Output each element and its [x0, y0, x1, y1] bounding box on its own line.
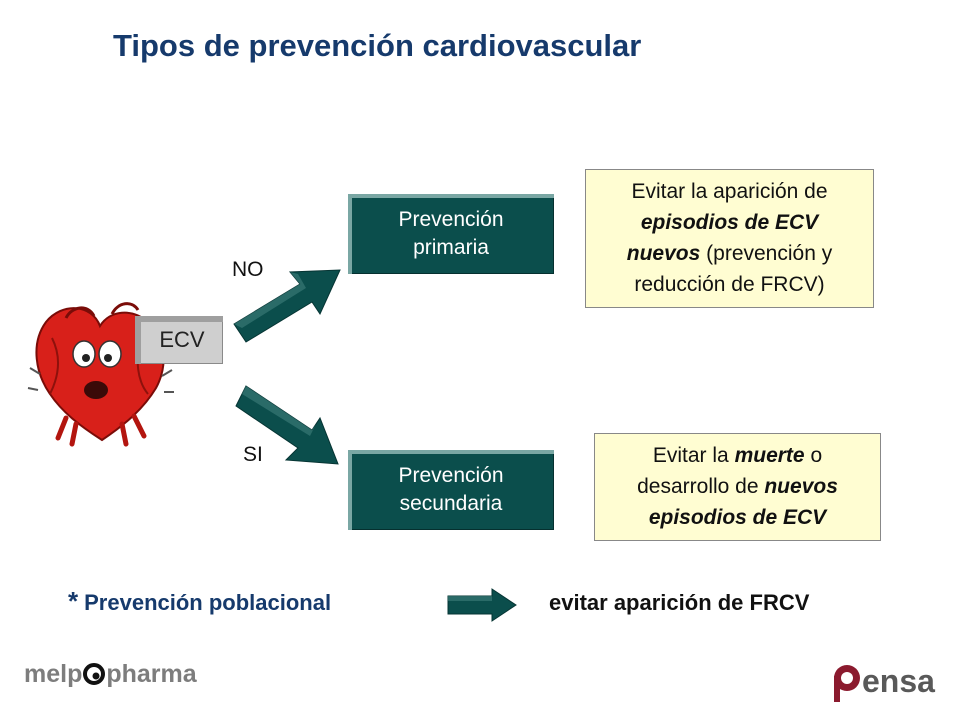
avoid-frcv-label: evitar aparición de FRCV — [549, 590, 810, 615]
secondary-prevention-box: Prevención secundaria — [348, 450, 554, 530]
asterisk: * — [68, 586, 79, 616]
logo-right-text: ensa — [862, 663, 935, 699]
primary-note-line3-em: nuevos — [626, 242, 701, 265]
melpopharma-logo: melp pharma — [24, 660, 197, 689]
pensa-p-icon — [834, 665, 860, 702]
primary-note-line3-rest: (prevención y — [700, 242, 833, 265]
primary-note-box: Evitar la aparición de episodios de ECV … — [585, 169, 874, 308]
secondary-note-l2-em: nuevos — [764, 475, 838, 498]
secondary-note-l1a: Evitar la — [652, 444, 735, 467]
secondary-note-l1b: o — [804, 444, 823, 467]
scared-heart-icon — [27, 302, 174, 447]
logo-o-icon — [83, 663, 106, 685]
branch-no-label: NO — [232, 258, 264, 281]
page-title: Tipos de prevención cardiovascular — [113, 28, 642, 63]
primary-line1: Prevención — [398, 208, 504, 231]
arrow-down-right-icon — [235, 385, 339, 465]
primary-note-line4: reducción de FRCV) — [634, 273, 825, 296]
primary-note-line1: Evitar la aparición de — [631, 180, 828, 203]
logo-left-part-b: pharma — [106, 660, 197, 688]
arrow-right-icon — [447, 588, 517, 622]
secondary-note-l2a: desarrollo de — [637, 475, 765, 498]
arrow-up-right-icon — [233, 269, 341, 343]
pensa-logo: ensa — [832, 662, 935, 702]
branch-si-label: SI — [243, 443, 263, 466]
secondary-line1: Prevención — [398, 464, 504, 487]
secondary-note-box: Evitar la muerte o desarrollo de nuevos … — [594, 433, 881, 541]
population-prevention-label: *Prevención poblacional — [68, 586, 331, 617]
primary-note-line2: episodios de ECV — [640, 211, 819, 234]
primary-line2: primaria — [413, 236, 489, 259]
population-prevention-text: Prevención poblacional — [84, 590, 332, 615]
secondary-line2: secundaria — [399, 492, 503, 515]
ecv-label: ECV — [135, 316, 223, 364]
logo-left-part-a: melp — [24, 660, 83, 688]
secondary-note-l3-em: episodios de ECV — [648, 506, 827, 529]
primary-prevention-box: Prevención primaria — [348, 194, 554, 274]
secondary-note-l1-em: muerte — [734, 444, 805, 467]
